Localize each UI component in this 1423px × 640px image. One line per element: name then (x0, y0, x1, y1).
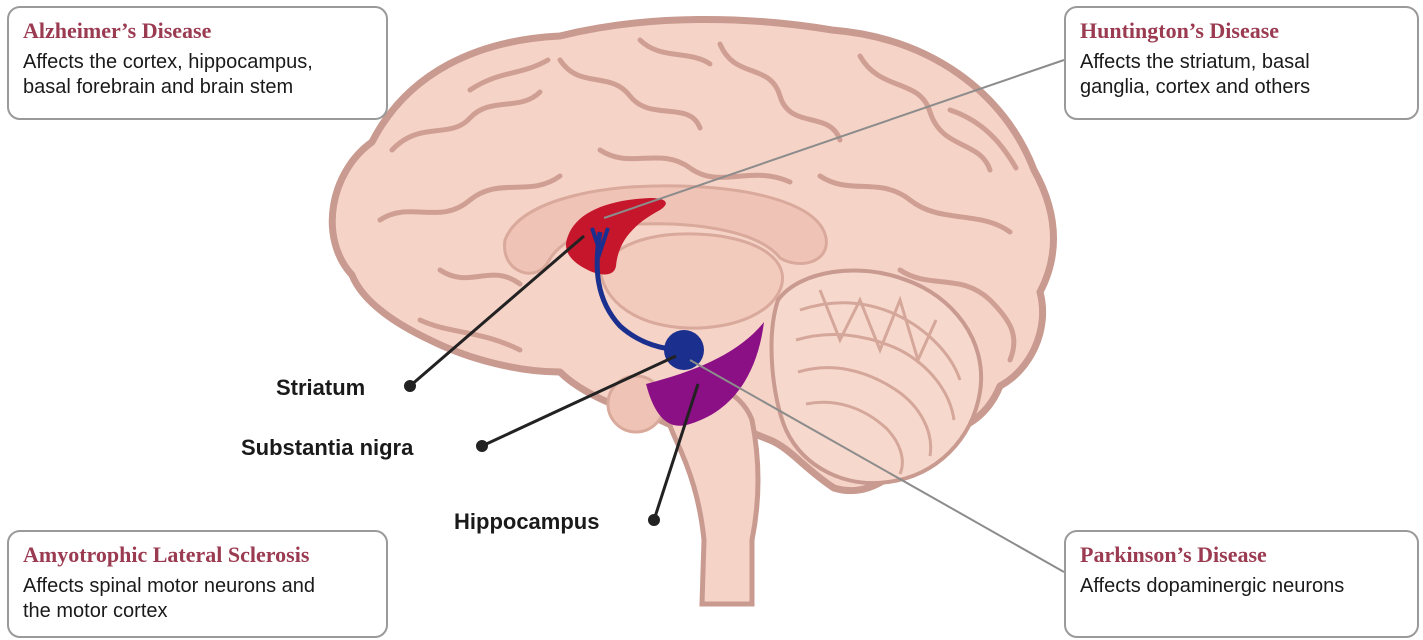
parkinsons-title: Parkinson’s Disease (1080, 542, 1403, 568)
hippocampus-leader-dot (648, 514, 660, 526)
alzheimers-description: Affects the cortex, hippocampus, basal f… (23, 50, 372, 100)
huntingtons-title: Huntington’s Disease (1080, 18, 1403, 44)
als-card: Amyotrophic Lateral Sclerosis Affects sp… (7, 530, 388, 638)
huntingtons-description: Affects the striatum, basal ganglia, cor… (1080, 50, 1403, 100)
als-description: Affects spinal motor neurons and the mot… (23, 574, 372, 624)
alzheimers-title: Alzheimer’s Disease (23, 18, 372, 44)
parkinsons-description: Affects dopaminergic neurons (1080, 574, 1403, 599)
substantia-nigra-label: Substantia nigra (241, 435, 413, 461)
alzheimers-card: Alzheimer’s Disease Affects the cortex, … (7, 6, 388, 120)
parkinsons-card: Parkinson’s Disease Affects dopaminergic… (1064, 530, 1419, 638)
hippocampus-label: Hippocampus (454, 509, 599, 535)
als-title: Amyotrophic Lateral Sclerosis (23, 542, 372, 568)
substantia-nigra-leader-dot (476, 440, 488, 452)
huntingtons-card: Huntington’s Disease Affects the striatu… (1064, 6, 1419, 120)
striatum-leader-dot (404, 380, 416, 392)
striatum-label: Striatum (276, 375, 365, 401)
